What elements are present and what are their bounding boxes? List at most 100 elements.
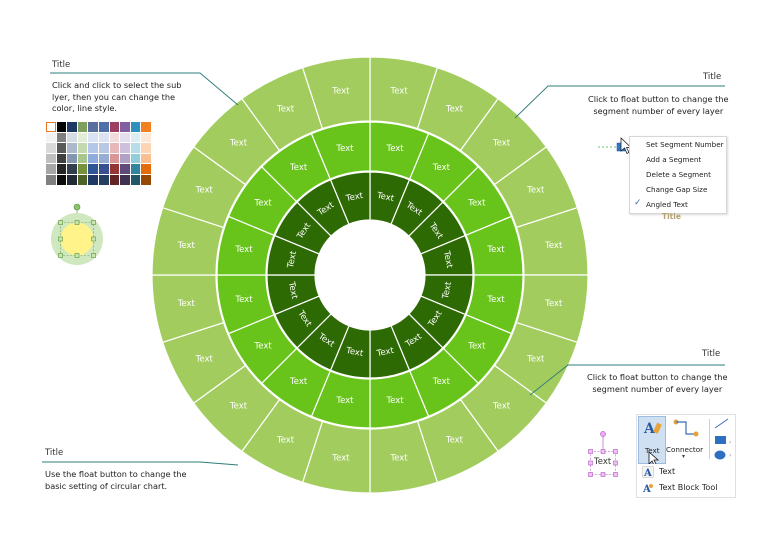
segment-label: Text <box>331 86 350 96</box>
color-swatch[interactable] <box>120 174 130 185</box>
segment-label: Text <box>234 295 253 305</box>
color-swatch[interactable] <box>67 122 77 132</box>
color-swatch[interactable] <box>130 153 141 164</box>
text-tool-dropdown: A Text A Text Block Tool <box>636 464 736 498</box>
color-swatch[interactable] <box>98 122 109 132</box>
segment-label: Text <box>441 280 454 300</box>
color-swatch[interactable] <box>56 153 67 164</box>
color-swatch[interactable] <box>46 122 56 132</box>
ribbon-divider <box>709 419 710 459</box>
color-swatch[interactable] <box>88 122 98 132</box>
color-swatch[interactable] <box>98 132 109 143</box>
shape-tools-icon[interactable]: › › <box>712 416 734 462</box>
segment-label: Text <box>492 402 511 412</box>
color-swatch[interactable] <box>67 174 77 185</box>
menu-item-angled-text[interactable]: Angled Text <box>646 200 688 209</box>
color-swatch[interactable] <box>56 164 67 174</box>
dropdown-item-text[interactable]: Text <box>659 467 676 476</box>
annotation-line-text: basic setting of circular chart. <box>45 480 168 491</box>
color-swatch[interactable] <box>109 164 120 174</box>
segment-label: Text <box>432 163 451 173</box>
segment-label: Text <box>544 241 563 251</box>
annotation-line-text: Click to float button to change the <box>588 94 729 104</box>
color-swatch[interactable] <box>141 153 151 164</box>
color-palette[interactable] <box>46 122 151 185</box>
color-swatch[interactable] <box>56 174 67 185</box>
svg-text:A: A <box>642 484 651 494</box>
color-swatch[interactable] <box>67 164 77 174</box>
segment-label: Text <box>286 250 299 270</box>
color-swatch[interactable] <box>98 164 109 174</box>
color-swatch[interactable] <box>130 164 141 174</box>
dropdown-item-text-block-tool[interactable]: Text Block Tool <box>659 483 718 492</box>
color-swatch[interactable] <box>56 132 67 143</box>
color-swatch[interactable] <box>46 153 56 164</box>
color-swatch[interactable] <box>130 174 141 185</box>
outer-ring-segment[interactable] <box>301 56 371 130</box>
annotation-line-text: Click to float button to change the <box>587 372 728 382</box>
color-swatch[interactable] <box>98 174 109 185</box>
color-swatch[interactable] <box>120 132 130 143</box>
color-swatch[interactable] <box>67 153 77 164</box>
color-swatch[interactable] <box>109 153 120 164</box>
color-swatch[interactable] <box>77 143 88 153</box>
color-swatch[interactable] <box>98 153 109 164</box>
segment-label: Text <box>492 138 511 148</box>
color-swatch[interactable] <box>120 153 130 164</box>
annotation-title-middle-right: Title <box>702 349 721 359</box>
segment-label: Text <box>254 199 273 209</box>
color-swatch[interactable] <box>120 164 130 174</box>
menu-item-set-segment-number[interactable]: Set Segment Number <box>646 140 724 149</box>
menu-item-change-gap-size[interactable]: Change Gap Size <box>646 185 708 194</box>
color-swatch[interactable] <box>120 122 130 132</box>
color-swatch[interactable] <box>88 132 98 143</box>
color-swatch[interactable] <box>141 132 151 143</box>
color-swatch[interactable] <box>46 132 56 143</box>
color-swatch[interactable] <box>77 122 88 132</box>
color-swatch[interactable] <box>130 122 141 132</box>
color-swatch[interactable] <box>67 143 77 153</box>
color-swatch[interactable] <box>88 143 98 153</box>
annotation-description-bottom-left: Use the float button to change the basic… <box>45 469 187 492</box>
color-swatch[interactable] <box>77 132 88 143</box>
color-swatch[interactable] <box>46 174 56 185</box>
svg-text:›: › <box>729 439 731 446</box>
color-swatch[interactable] <box>141 143 151 153</box>
color-swatch[interactable] <box>109 132 120 143</box>
segment-label: Text <box>195 354 214 364</box>
color-swatch[interactable] <box>141 174 151 185</box>
color-swatch[interactable] <box>130 132 141 143</box>
color-swatch[interactable] <box>77 164 88 174</box>
inner-ring-segment[interactable] <box>329 171 371 225</box>
color-swatch[interactable] <box>56 122 67 132</box>
color-swatch[interactable] <box>77 174 88 185</box>
color-swatch[interactable] <box>141 164 151 174</box>
text-shape-illustration <box>588 431 618 477</box>
menu-item-delete-segment[interactable]: Delete a Segment <box>646 170 711 179</box>
color-swatch[interactable] <box>120 143 130 153</box>
color-swatch[interactable] <box>46 143 56 153</box>
color-swatch[interactable] <box>130 143 141 153</box>
color-swatch[interactable] <box>109 122 120 132</box>
connector-button[interactable]: Connector ▾ <box>666 416 706 462</box>
color-swatch[interactable] <box>46 164 56 174</box>
circular-chart[interactable] <box>151 56 589 494</box>
color-swatch[interactable] <box>88 174 98 185</box>
segment-label: Text <box>335 396 354 406</box>
annotation-line-top-right <box>514 85 725 119</box>
menu-item-add-segment[interactable]: Add a Segment <box>646 155 702 164</box>
color-swatch[interactable] <box>98 143 109 153</box>
annotation-line-text: segment number of every layer <box>593 105 724 116</box>
segment-label: Text <box>467 341 486 351</box>
middle-ring-segment[interactable] <box>310 121 371 180</box>
color-swatch[interactable] <box>56 143 67 153</box>
color-swatch[interactable] <box>67 132 77 143</box>
color-swatch[interactable] <box>88 164 98 174</box>
color-swatch[interactable] <box>109 143 120 153</box>
color-swatch[interactable] <box>88 153 98 164</box>
color-swatch[interactable] <box>109 174 120 185</box>
segment-label: Text <box>276 436 295 446</box>
color-swatch[interactable] <box>141 122 151 132</box>
color-swatch[interactable] <box>77 153 88 164</box>
svg-text:›: › <box>729 452 731 459</box>
